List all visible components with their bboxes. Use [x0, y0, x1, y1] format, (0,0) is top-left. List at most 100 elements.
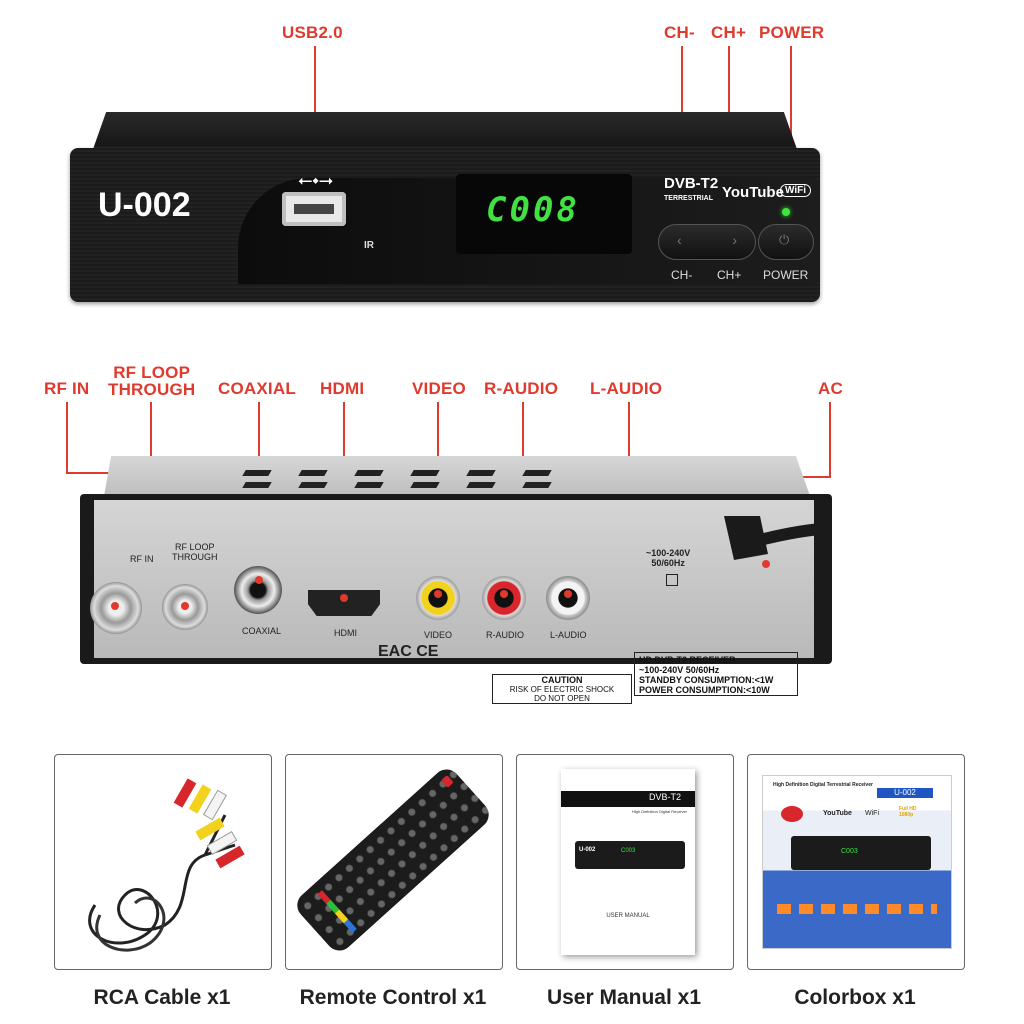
ac-power-cord: [724, 516, 832, 560]
leader-line-rf-loop-v: [150, 402, 152, 474]
colorbox-feature-strip: [777, 904, 937, 914]
power-button[interactable]: ⏻: [758, 224, 814, 260]
power-icon: ⏻: [779, 232, 790, 247]
l-audio-jack: [546, 576, 590, 620]
rf-loop-label-line1: RF LOOP: [174, 542, 215, 552]
standby-led: [782, 208, 790, 216]
callout-coaxial: COAXIAL: [218, 379, 296, 398]
coaxial-label: COAXIAL: [242, 626, 282, 636]
class-ii-icon: [666, 574, 678, 586]
leader-line-rf-in-v: [66, 402, 68, 474]
callout-usb: USB2.0: [282, 23, 343, 42]
spec-line4: POWER CONSUMPTION:<10W: [639, 685, 770, 695]
accessory-label-rca-cable: RCA Cable x1: [93, 986, 231, 1009]
colorbox-model: U-002: [877, 788, 933, 798]
colorbox-dvb-logo: [781, 806, 803, 822]
receiver-top-cover: [92, 112, 798, 152]
colorbox-image: High Definition Digital Terrestrial Rece…: [762, 775, 952, 949]
l-audio-label: L-AUDIO: [550, 630, 587, 640]
accessory-card-rca-cable: [54, 754, 272, 970]
manual-header-bar: DVB-T2: [561, 791, 695, 807]
spec-line1: HD DVB-T2 RECEIVER: [639, 655, 736, 665]
remote-power-key: [441, 775, 454, 788]
colorbox-fullhd: Full HD 1080p: [899, 806, 917, 818]
rf-loop-label-line2: THROUGH: [172, 552, 218, 562]
power-label: POWER: [763, 268, 809, 282]
leader-dot-hdmi: [340, 594, 348, 602]
leader-dot-ac: [762, 560, 770, 568]
rf-in-label: RF IN: [130, 554, 154, 564]
accessory-label-user-manual: User Manual x1: [546, 986, 702, 1009]
callout-rf-loop-line2: THROUGH: [108, 380, 196, 399]
caution-line1: RISK OF ELECTRIC SHOCK: [509, 685, 615, 694]
user-manual-image: DVB-T2 High Definition Digital Receiver …: [561, 769, 695, 955]
power-rating-line2: 50/60Hz: [651, 558, 685, 568]
accessory-label-remote: Remote Control x1: [299, 986, 487, 1009]
callout-rf-in: RF IN: [44, 379, 90, 398]
power-rating: ~100-240V 50/60Hz: [646, 548, 690, 568]
colorbox-title: High Definition Digital Terrestrial Rece…: [773, 782, 873, 788]
ch-minus-label: CH-: [671, 268, 693, 282]
rear-top-cover: [104, 456, 810, 496]
youtube-logo: YouTube: [722, 184, 784, 201]
spec-line3: STANDBY CONSUMPTION:<1W: [639, 675, 774, 685]
callout-ch-minus: CH-: [664, 23, 695, 42]
leader-dot-l-audio: [564, 590, 572, 598]
video-label: VIDEO: [424, 630, 453, 640]
dvb-t2-logo: DVB-T2 TERRESTRIAL: [664, 175, 719, 205]
colorbox-device-image: C003: [791, 836, 931, 870]
power-rating-line1: ~100-240V: [646, 548, 691, 558]
leader-dot-rf-loop: [181, 602, 189, 610]
hdmi-label: HDMI: [334, 628, 357, 638]
channel-rocker-button[interactable]: ‹ ›: [658, 224, 756, 260]
callout-r-audio: R-AUDIO: [484, 379, 559, 398]
callout-rf-loop-line1: RF LOOP: [113, 363, 191, 382]
caution-title: CAUTION: [541, 675, 583, 685]
accessory-card-user-manual: DVB-T2 High Definition Digital Receiver …: [516, 754, 734, 970]
r-audio-jack: [482, 576, 526, 620]
rear-plate: RF IN RF LOOP THROUGH COAXIAL HDMI VIDEO…: [90, 500, 814, 704]
manual-footer: USER MANUAL: [606, 913, 650, 919]
usb-icon: ⭠⬩⭢: [298, 170, 334, 190]
callout-ch-plus: CH+: [711, 23, 747, 42]
callout-rf-loop: RF LOOP THROUGH: [108, 364, 195, 398]
remote-control-image: [291, 763, 495, 957]
leader-dot-video: [434, 590, 442, 598]
caution-label: CAUTION RISK OF ELECTRIC SHOCK DO NOT OP…: [492, 674, 632, 704]
callout-l-audio: L-AUDIO: [590, 379, 663, 398]
colorbox-wifi: WiFi: [865, 810, 879, 817]
spec-label: HD DVB-T2 RECEIVER ~100-240V 50/60Hz STA…: [634, 652, 798, 696]
receiver-front: U-002 ⭠⬩⭢ IR C008 DVB-T2 TERRESTRIAL You…: [70, 112, 820, 302]
model-label: U-002: [98, 186, 191, 224]
accessory-card-remote: [285, 754, 503, 970]
manual-device-model: U-002: [579, 847, 596, 853]
accessory-card-colorbox: High Definition Digital Terrestrial Rece…: [747, 754, 965, 970]
chevron-right-icon: ›: [732, 232, 737, 248]
manual-header: DVB-T2: [648, 792, 681, 802]
callout-video: VIDEO: [412, 379, 466, 398]
chevron-left-icon: ‹: [677, 232, 682, 248]
dvb-logo-text: DVB-T2: [664, 175, 719, 192]
rca-cable-image: [88, 778, 245, 952]
leader-line-ac-v: [829, 402, 831, 478]
spec-line2: ~100-240V 50/60Hz: [639, 665, 720, 675]
leader-line-r-audio-v: [522, 402, 524, 490]
leader-line-rf-in-h: [66, 472, 116, 474]
wifi-logo: WiFi: [780, 184, 812, 197]
callout-power: POWER: [759, 23, 825, 42]
caution-line2: DO NOT OPEN: [534, 694, 590, 703]
coaxial-connector: [234, 566, 282, 614]
video-jack: [416, 576, 460, 620]
callout-ac: AC: [818, 379, 843, 398]
leader-dot-coaxial: [255, 576, 263, 584]
cert-marks: EAC CE: [378, 643, 439, 660]
manual-sub: High Definition Digital Receiver: [631, 809, 687, 814]
leader-dot-r-audio: [500, 590, 508, 598]
ch-plus-label: CH+: [717, 268, 742, 282]
manual-device-image: U-002 C003: [575, 841, 685, 869]
display-readout: C008: [486, 190, 580, 230]
colorbox-device-display: C003: [841, 848, 858, 855]
rf-loop-label: RF LOOP THROUGH: [172, 542, 218, 562]
led-display: C008: [456, 174, 632, 254]
manual-device-display: C003: [621, 848, 636, 854]
